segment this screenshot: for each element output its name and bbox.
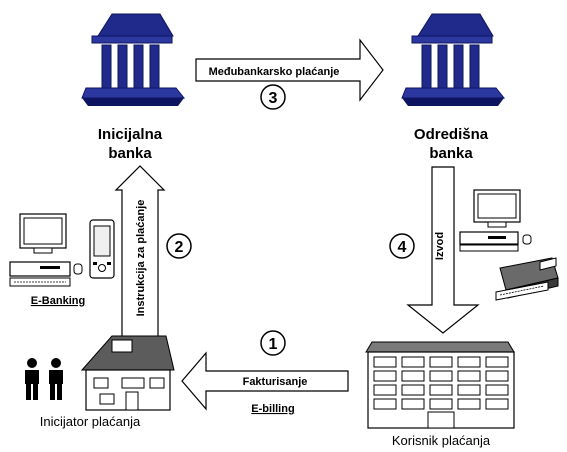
destination-bank-label-line2: banka xyxy=(429,145,473,162)
step-4-number: 4 xyxy=(398,239,407,256)
desktop-computer-icon xyxy=(9,213,83,287)
destination-bank-icon xyxy=(401,13,506,106)
invoicing-label: Fakturisanje xyxy=(243,376,308,388)
building-window xyxy=(401,356,425,368)
building-window xyxy=(485,370,509,382)
pda-icon xyxy=(89,219,115,279)
building-window xyxy=(401,370,425,382)
building-window xyxy=(485,398,509,410)
initial-bank-icon xyxy=(81,13,186,106)
instruction-label: Instrukcija za plaćanje xyxy=(135,200,147,317)
interbank-arrow xyxy=(195,38,384,102)
building-window xyxy=(373,356,397,368)
building-window xyxy=(429,384,453,396)
building-window xyxy=(485,384,509,396)
destination-bank-label-line1: Odredišna xyxy=(414,126,489,143)
building-window xyxy=(429,398,453,410)
office-building-icon xyxy=(365,341,515,429)
step-3-number: 3 xyxy=(269,90,278,107)
building-window xyxy=(373,398,397,410)
step-4-badge xyxy=(389,233,415,259)
statement-label: Izvod xyxy=(434,232,446,260)
invoicing-arrow xyxy=(181,351,349,411)
printer-icon xyxy=(495,257,559,301)
step-1-badge xyxy=(260,330,286,356)
people-icon xyxy=(25,358,63,400)
statement-arrow xyxy=(406,166,480,334)
recipient-computer-icon xyxy=(459,189,532,252)
initial-bank-label-line1: Inicijalna xyxy=(98,126,163,143)
building-window xyxy=(457,370,481,382)
building-window xyxy=(485,356,509,368)
building-window xyxy=(401,384,425,396)
initial-bank-label-line2: banka xyxy=(108,145,152,162)
building-window xyxy=(457,356,481,368)
step-2-number: 2 xyxy=(175,239,184,256)
building-window xyxy=(401,398,425,410)
building-window xyxy=(457,384,481,396)
building-window xyxy=(429,356,453,368)
payment-recipient-label: Korisnik plaćanja xyxy=(392,433,491,448)
building-window xyxy=(429,370,453,382)
house-icon xyxy=(80,335,175,411)
interbank-label: Međubankarsko plaćanje xyxy=(209,66,340,78)
building-window xyxy=(373,370,397,382)
step-1-number: 1 xyxy=(269,336,278,353)
e-banking-label: E-Banking xyxy=(31,295,85,307)
instruction-arrow xyxy=(114,165,166,341)
payment-initiator-label: Inicijator plaćanja xyxy=(40,414,141,429)
e-billing-label: E-billing xyxy=(251,403,294,415)
building-window xyxy=(373,384,397,396)
step-2-badge xyxy=(166,233,192,259)
building-window xyxy=(457,398,481,410)
step-3-badge xyxy=(260,84,286,110)
